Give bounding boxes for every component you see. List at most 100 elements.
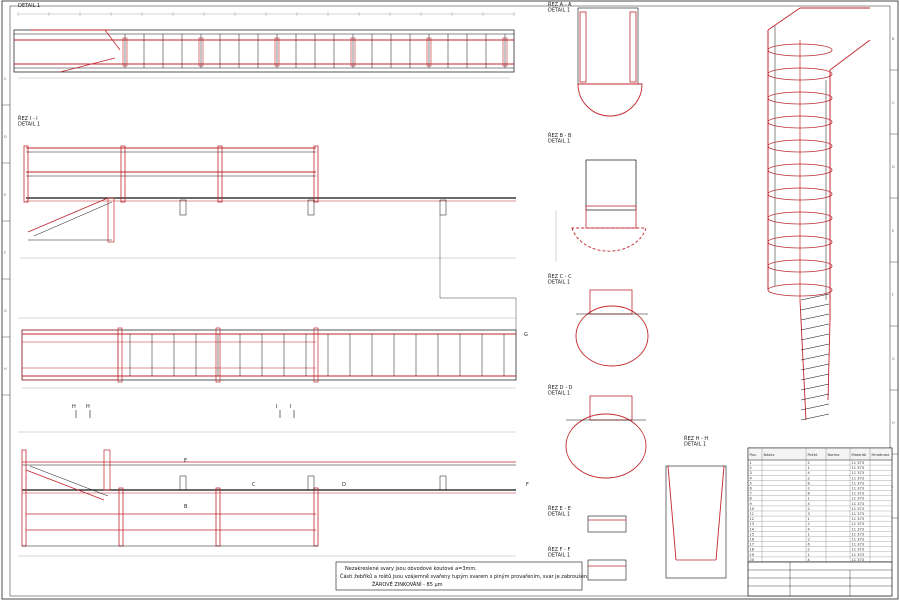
bom-cell: 17 bbox=[750, 543, 755, 547]
cut-marker-h2: H bbox=[86, 404, 90, 410]
bom-cell: 9 bbox=[750, 502, 753, 506]
cut-marker-h: H bbox=[72, 404, 76, 410]
bom-cell: 11 373 bbox=[852, 512, 865, 516]
bom-cell: 11 373 bbox=[852, 548, 865, 552]
bom-cell: 6 bbox=[808, 543, 811, 547]
bom-cell: 11 373 bbox=[852, 507, 865, 511]
bom-cell: 6 bbox=[808, 481, 811, 485]
ladder-rung bbox=[800, 313, 830, 321]
cut-marker-d: D bbox=[342, 482, 346, 488]
bom-cell: 11 373 bbox=[852, 497, 865, 501]
frame-zone-letters-right: B C D E F G H I bbox=[890, 37, 898, 519]
bom-header-cell: Počet bbox=[808, 453, 818, 457]
frame-letter: D bbox=[892, 165, 895, 169]
ladder-rung bbox=[800, 383, 830, 391]
bom-cell: 3 bbox=[750, 471, 752, 475]
cage-hoop bbox=[767, 91, 833, 105]
bom-header-cell: Hmotnost bbox=[872, 453, 890, 457]
frame-letter: H bbox=[4, 367, 7, 371]
bom-cell: 11 373 bbox=[852, 471, 865, 475]
note-weld: Nezakreslené svary jsou obvodové koutové… bbox=[345, 565, 477, 572]
bom-cell: 1 bbox=[808, 532, 810, 536]
bom-cell: 11 373 bbox=[852, 517, 865, 521]
frame-letter: I bbox=[892, 485, 893, 489]
bom-cell: 2 bbox=[808, 507, 810, 511]
cage-hoop bbox=[767, 67, 833, 81]
ladder-rung bbox=[800, 333, 830, 341]
bom-cell: 2 bbox=[808, 522, 810, 526]
frame-letter: B bbox=[892, 37, 895, 41]
frame-letter: C bbox=[892, 101, 895, 105]
inner-frame bbox=[9, 5, 891, 597]
frame-letter: G bbox=[892, 357, 895, 361]
cage-hoop bbox=[767, 187, 833, 201]
bom-cell: 11 373 bbox=[852, 487, 865, 491]
bom-cell: 1 bbox=[808, 497, 810, 501]
bom-cell: 4 bbox=[808, 471, 811, 475]
bom-cell: 11 bbox=[750, 512, 755, 516]
walkway-plan-view: H H I I G bbox=[18, 317, 528, 418]
frame-letter: D bbox=[4, 135, 7, 139]
frame-letter: F bbox=[892, 293, 894, 297]
cage-hoop bbox=[767, 283, 833, 297]
cage-hoop bbox=[767, 43, 833, 57]
bom-cell: 3 bbox=[808, 512, 810, 516]
general-notes: Nezakreslené svary jsou obvodové koutové… bbox=[335, 561, 589, 591]
frame-letter: C bbox=[4, 77, 7, 81]
bom-cell: 11 373 bbox=[852, 492, 865, 496]
bom-cell: 2 bbox=[808, 487, 810, 491]
bom-cell: 7 bbox=[750, 492, 752, 496]
cage-hoop bbox=[767, 259, 833, 273]
title-block bbox=[747, 561, 893, 597]
bom-cell: 2 bbox=[808, 548, 810, 552]
bom-cell: 1 bbox=[808, 517, 810, 521]
cage-hoop bbox=[767, 163, 833, 177]
ladder-rung bbox=[800, 413, 830, 421]
bom-cell: 11 373 bbox=[852, 522, 865, 526]
bom-cell: 2 bbox=[808, 476, 810, 480]
cut-marker-b: B bbox=[184, 504, 188, 510]
bom-cell: 11 373 bbox=[852, 476, 865, 480]
bom-cell: 1 bbox=[808, 466, 810, 470]
bom-cell: 6 bbox=[750, 487, 753, 491]
cut-marker-e: E bbox=[184, 458, 187, 464]
ladder-rung bbox=[800, 323, 830, 331]
bom-header-cell: Název bbox=[764, 453, 776, 457]
bom-cell: 20 bbox=[750, 558, 755, 562]
bom-cell: 18 bbox=[750, 548, 755, 552]
frame-letter: H bbox=[892, 421, 895, 425]
frame-letter: G bbox=[4, 309, 7, 313]
cut-marker-c: C bbox=[252, 482, 256, 488]
frame-letter: E bbox=[892, 229, 894, 233]
cut-marker-i: I bbox=[276, 404, 277, 410]
bom-cell: 5 bbox=[750, 481, 752, 485]
bom-cell: 8 bbox=[808, 492, 811, 496]
bom-cell: 11 373 bbox=[852, 532, 865, 536]
ladder-rung bbox=[800, 373, 830, 381]
frame-letter: F bbox=[4, 251, 6, 255]
cage-hoop bbox=[767, 235, 833, 249]
bom-cell: 11 373 bbox=[852, 543, 865, 547]
cut-marker-i2: I bbox=[290, 404, 291, 410]
bom-cell: 11 373 bbox=[852, 553, 865, 557]
bom-cell: 11 373 bbox=[852, 538, 865, 542]
ladder-rung bbox=[800, 293, 830, 301]
bom-cell: 1 bbox=[750, 461, 752, 465]
bom-cell: 13 bbox=[750, 522, 755, 526]
bom-cell: 4 bbox=[808, 558, 811, 562]
bom-header-cell: Poz. bbox=[750, 453, 757, 457]
bottom-elevation-view: E C D F B bbox=[18, 431, 529, 557]
